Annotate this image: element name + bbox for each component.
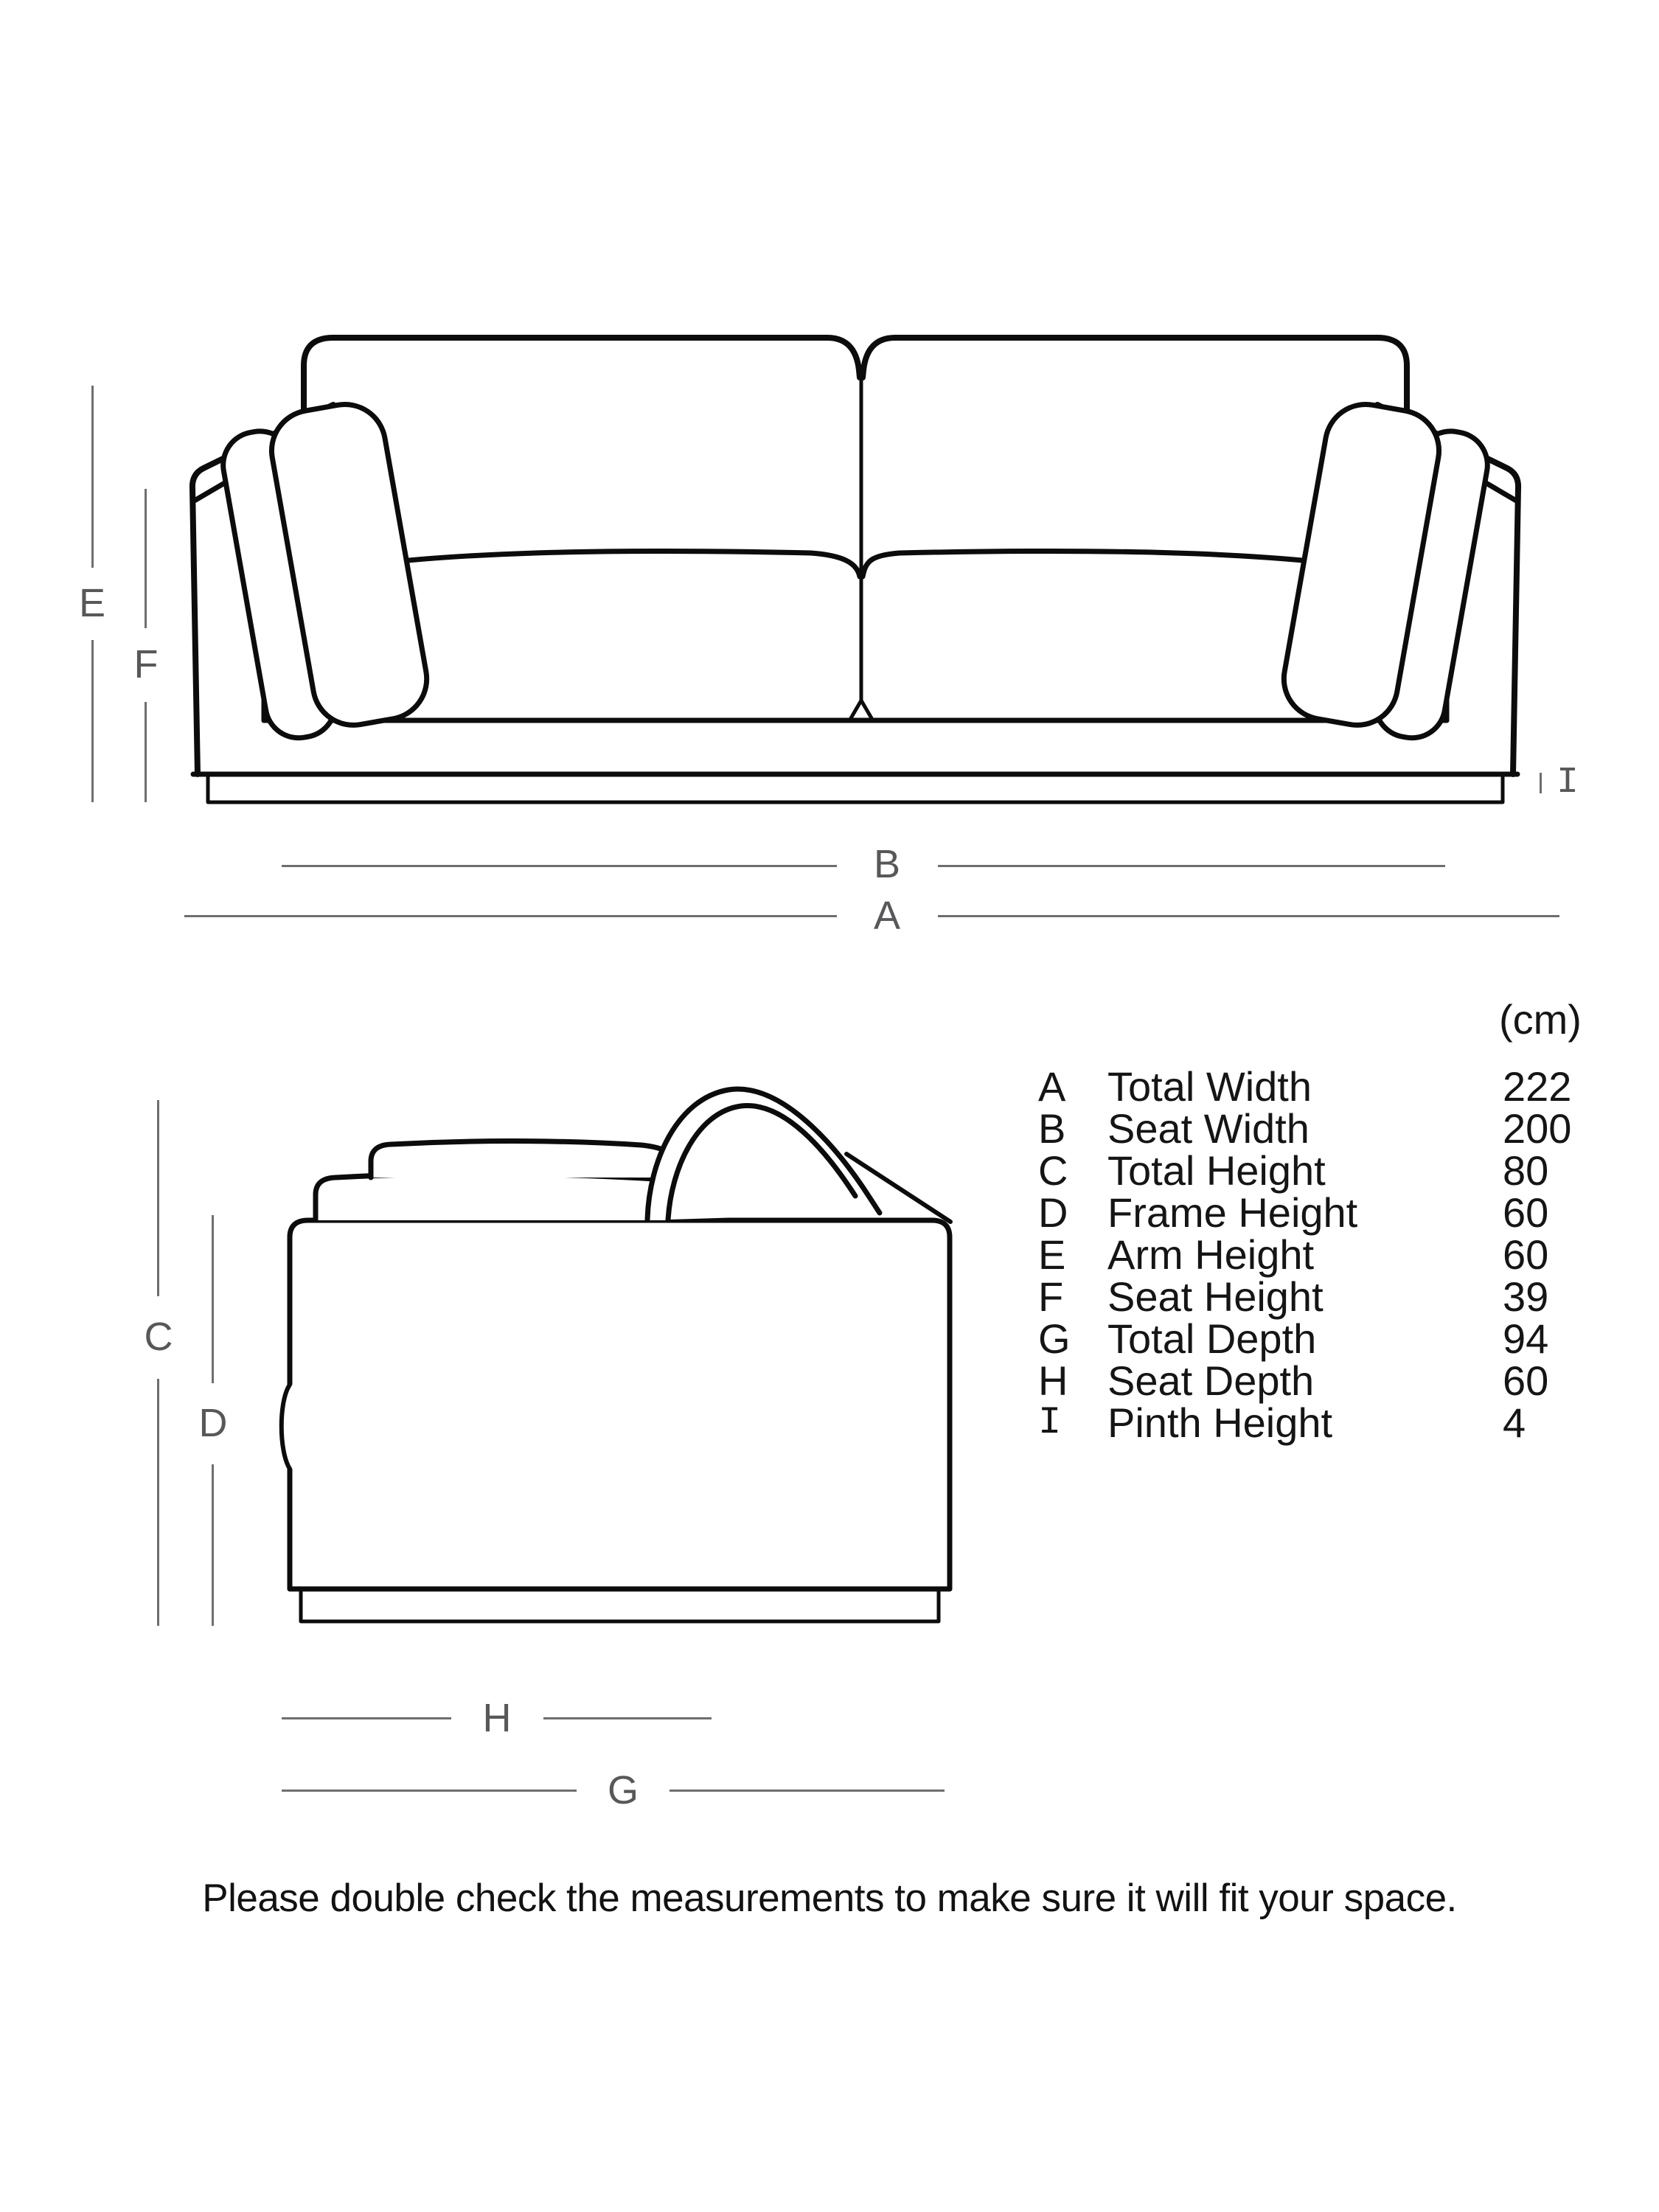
measure-letter: I xyxy=(1038,1401,1062,1444)
dim-line-b-left xyxy=(282,865,837,867)
side-back-cushion-lower xyxy=(313,1171,672,1223)
side-plinth xyxy=(299,1587,941,1624)
dim-line-h-right xyxy=(543,1717,712,1719)
front-right-arm-pillow xyxy=(1281,401,1490,741)
measure-label: Arm Height xyxy=(1107,1231,1315,1278)
measure-value: 60 xyxy=(1503,1189,1549,1236)
side-arm-diagonal xyxy=(844,1152,953,1224)
measure-label: Seat Depth xyxy=(1107,1357,1315,1404)
measure-label: Total Depth xyxy=(1107,1315,1317,1362)
side-body xyxy=(287,1217,953,1592)
unit-header: (cm) xyxy=(1499,996,1582,1043)
sofa-side-view-drawing xyxy=(279,1086,953,1624)
measure-letter: H xyxy=(1038,1357,1068,1404)
front-backrest-right xyxy=(860,335,1410,571)
dim-line-e-bottom xyxy=(91,640,94,802)
front-seat-split-foot xyxy=(849,698,874,720)
side-cushion-bump xyxy=(279,1382,292,1471)
measure-letter: B xyxy=(1038,1105,1066,1152)
dim-line-h-left xyxy=(282,1717,451,1719)
dim-line-d-top xyxy=(212,1215,214,1383)
table-row: E Arm Height 60 xyxy=(1038,1234,1613,1276)
measure-letter: E xyxy=(1038,1231,1066,1278)
measure-label: Seat Height xyxy=(1107,1273,1324,1320)
fit-note: Please double check the measurements to … xyxy=(202,1877,1457,1920)
dim-line-f-bottom xyxy=(145,702,147,802)
dim-line-a-right xyxy=(938,915,1559,917)
dim-line-c-bottom xyxy=(157,1379,159,1626)
measure-label: Total Width xyxy=(1107,1063,1312,1110)
sofa-front-view-drawing xyxy=(189,335,1522,804)
dim-label-h: H xyxy=(482,1696,512,1740)
measure-label: Total Height xyxy=(1107,1147,1326,1194)
table-row: H Seat Depth 60 xyxy=(1038,1360,1613,1402)
table-row: I Pinth Height 4 xyxy=(1038,1402,1613,1444)
measure-value: 222 xyxy=(1503,1063,1572,1110)
dim-label-b: B xyxy=(873,842,901,886)
measure-value: 60 xyxy=(1503,1357,1549,1404)
dim-line-b-right xyxy=(938,865,1445,867)
dim-line-g-left xyxy=(282,1790,577,1792)
dim-label-i: I xyxy=(1556,762,1579,804)
side-arm-pillow-inner xyxy=(665,1103,858,1223)
measure-value: 80 xyxy=(1503,1147,1549,1194)
front-backrest-left xyxy=(301,335,863,571)
dim-line-a-left xyxy=(184,915,837,917)
measure-label: Seat Width xyxy=(1107,1105,1310,1152)
dim-label-c: C xyxy=(144,1315,173,1359)
table-row: C Total Height 80 xyxy=(1038,1150,1613,1192)
measure-letter: F xyxy=(1038,1273,1064,1320)
measure-letter: D xyxy=(1038,1189,1068,1236)
dim-line-d-bottom xyxy=(212,1464,214,1626)
table-row: D Frame Height 60 xyxy=(1038,1192,1613,1234)
measure-value: 4 xyxy=(1503,1399,1526,1446)
dim-label-g: G xyxy=(607,1768,639,1812)
front-left-arm-pillow xyxy=(220,401,430,741)
measure-value: 200 xyxy=(1503,1105,1572,1152)
dim-line-e-top xyxy=(91,386,94,568)
dim-line-g-right xyxy=(669,1790,945,1792)
front-arm-right-outer xyxy=(1374,402,1522,777)
measure-value: 60 xyxy=(1503,1231,1549,1278)
measure-letter: G xyxy=(1038,1315,1071,1362)
dim-label-a: A xyxy=(873,894,901,938)
table-row: F Seat Height 39 xyxy=(1038,1276,1613,1318)
dim-label-d: D xyxy=(198,1401,228,1445)
measure-letter: C xyxy=(1038,1147,1068,1194)
dim-label-e: E xyxy=(78,581,106,625)
dim-line-c-top xyxy=(157,1100,159,1296)
measurements-table: A Total Width 222 B Seat Width 200 C Tot… xyxy=(1038,1065,1613,1444)
table-row: A Total Width 222 xyxy=(1038,1065,1613,1107)
table-row: G Total Depth 94 xyxy=(1038,1318,1613,1360)
front-plinth xyxy=(206,772,1505,804)
front-arm-left-outer xyxy=(189,402,336,777)
dim-tick-plinth xyxy=(1540,773,1542,793)
measure-value: 94 xyxy=(1503,1315,1549,1362)
side-back-cushion-upper xyxy=(368,1138,683,1180)
measure-value: 39 xyxy=(1503,1273,1549,1320)
dim-line-f-top xyxy=(145,489,147,628)
measure-label: Pinth Height xyxy=(1107,1399,1333,1446)
measure-label: Frame Height xyxy=(1107,1189,1358,1236)
table-row: B Seat Width 200 xyxy=(1038,1107,1613,1150)
dim-label-f: F xyxy=(133,642,159,686)
measure-letter: A xyxy=(1038,1063,1066,1110)
